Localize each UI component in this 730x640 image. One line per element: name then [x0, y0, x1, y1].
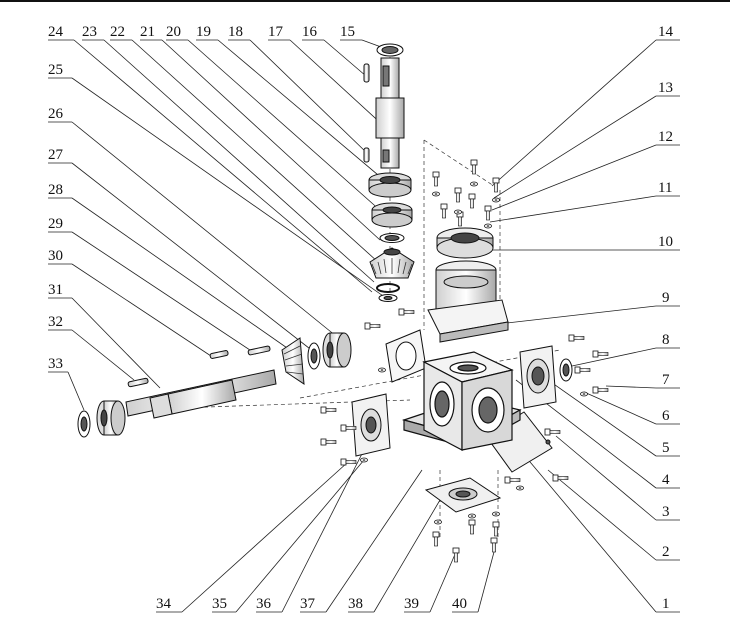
callout-27: 27 — [48, 147, 64, 163]
shaft-key-upper — [363, 63, 370, 83]
callout-35: 35 — [212, 596, 227, 612]
upper-bearing — [368, 172, 412, 198]
main-gearbox-housing — [401, 351, 522, 451]
callout-13: 13 — [658, 80, 673, 96]
callout-15: 15 — [340, 24, 355, 40]
callout-4: 4 — [662, 472, 670, 488]
callout-29: 29 — [48, 216, 63, 232]
shaft-key-lower — [363, 147, 370, 163]
callout-39: 39 — [404, 596, 419, 612]
left-upper-gasket — [385, 329, 427, 383]
callout-11: 11 — [658, 180, 672, 196]
callout-31: 31 — [48, 282, 63, 298]
bottom-bolts-group — [432, 511, 500, 563]
callout-3: 3 — [662, 504, 670, 520]
callout-32: 32 — [48, 314, 63, 330]
callout-14: 14 — [658, 24, 674, 40]
left-bearing — [96, 400, 126, 436]
lower-bearing — [371, 202, 413, 228]
callout-36: 36 — [256, 596, 272, 612]
right-oil-seal — [559, 358, 573, 382]
callout-21: 21 — [140, 24, 155, 40]
shaft-key-left — [127, 377, 149, 388]
callouts-bottom: 34 35 36 37 38 39 40 — [156, 596, 467, 612]
callout-1: 1 — [662, 596, 670, 612]
callout-5: 5 — [662, 440, 670, 456]
upper-housing-cylinder — [427, 260, 509, 343]
top-bearing-cover — [436, 227, 494, 259]
callout-24: 24 — [48, 24, 64, 40]
callout-26: 26 — [48, 106, 64, 122]
upper-bevel-gear — [369, 247, 415, 279]
callout-10: 10 — [658, 234, 673, 250]
callouts-right: 14 13 12 11 10 9 8 7 6 5 4 3 2 1 — [658, 24, 674, 612]
callout-8: 8 — [662, 332, 670, 348]
callout-22: 22 — [110, 24, 125, 40]
callout-2: 2 — [662, 544, 670, 560]
callout-19: 19 — [196, 24, 211, 40]
top-border-line — [0, 0, 730, 2]
right-flange-cover — [519, 345, 557, 409]
right-bearing — [322, 332, 352, 368]
horizontal-shaft-assembly — [77, 332, 352, 438]
callout-20: 20 — [166, 24, 181, 40]
callout-40: 40 — [452, 596, 467, 612]
left-bevel-gear — [281, 337, 305, 385]
callout-25: 25 — [48, 62, 63, 78]
callout-38: 38 — [348, 596, 363, 612]
callout-33: 33 — [48, 356, 63, 372]
callout-23: 23 — [82, 24, 97, 40]
callouts-top: 24 23 22 21 20 19 18 17 16 15 — [48, 24, 355, 40]
left-flange-cover — [351, 393, 391, 457]
callout-16: 16 — [302, 24, 318, 40]
bottom-flange-plate — [424, 477, 502, 513]
vertical-shaft-assembly — [363, 43, 415, 302]
callout-34: 34 — [156, 596, 172, 612]
callout-37: 37 — [300, 596, 316, 612]
leader-lines — [48, 39, 680, 613]
callout-6: 6 — [662, 408, 670, 424]
shaft-key-mid — [209, 350, 229, 359]
callout-28: 28 — [48, 182, 63, 198]
callout-7: 7 — [662, 372, 670, 388]
callout-30: 30 — [48, 248, 63, 264]
callouts-left: 25 26 27 28 29 30 31 32 33 — [48, 62, 64, 372]
top-bolts-group — [432, 159, 500, 229]
circlip — [376, 283, 400, 293]
shaft-key-right — [247, 345, 271, 356]
callout-18: 18 — [228, 24, 243, 40]
callout-12: 12 — [658, 129, 673, 145]
callout-17: 17 — [268, 24, 284, 40]
callout-9: 9 — [662, 290, 670, 306]
